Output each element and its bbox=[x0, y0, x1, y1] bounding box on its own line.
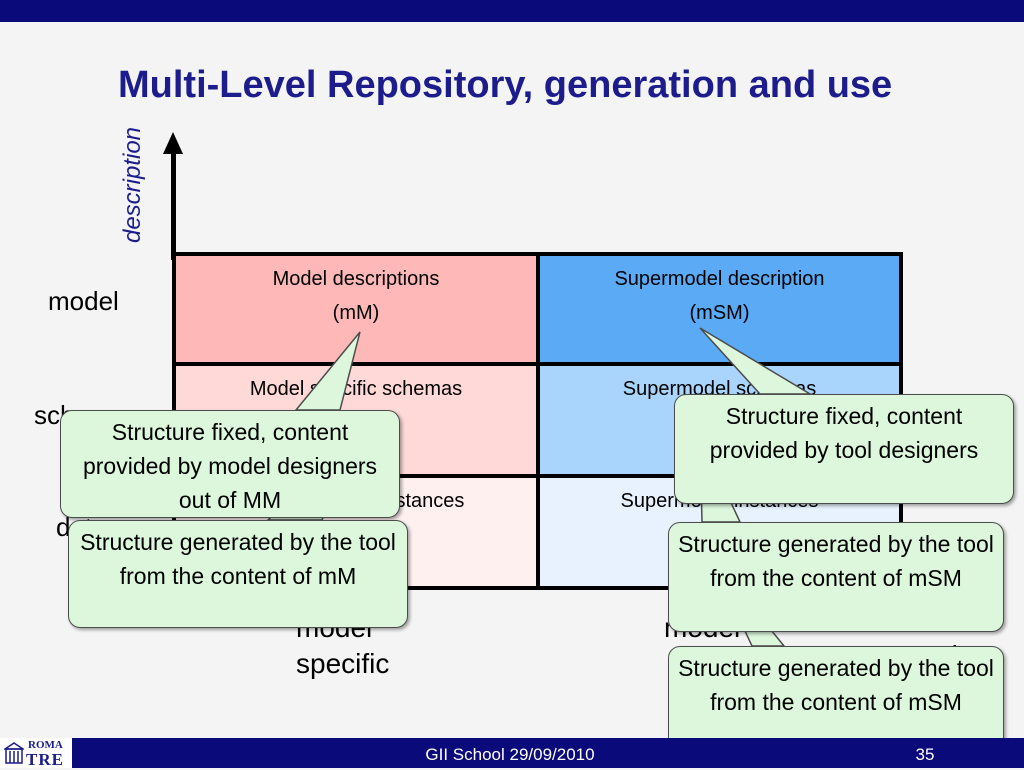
row-label-model: model bbox=[48, 286, 119, 316]
footer-bar bbox=[0, 738, 1024, 768]
logo-line1: ROMA bbox=[28, 739, 63, 751]
callout-msm-generated-2: Structure generated by the tool from the… bbox=[668, 646, 1004, 756]
page-number: 35 bbox=[915, 745, 935, 764]
footer-text: GII School 29/09/2010 bbox=[425, 745, 595, 764]
cell-line2: (mM) bbox=[332, 302, 380, 324]
callout-mm-fixed: Structure fixed, content provided by mod… bbox=[60, 410, 400, 518]
slide-title: Multi-Level Repository, generation and u… bbox=[118, 64, 893, 106]
callout-msm-generated-1: Structure generated by the tool from the… bbox=[668, 522, 1004, 632]
cell-line1: Model specific schemas bbox=[249, 378, 463, 400]
callout-tail-3 bbox=[699, 327, 813, 395]
column-label-specific-line2: specific bbox=[296, 648, 390, 679]
cell-line1: Supermodel description bbox=[614, 268, 825, 290]
callout-tail-1 bbox=[294, 331, 361, 411]
callout-msm-fixed: Structure fixed, content provided by too… bbox=[674, 394, 1014, 504]
vertical-axis bbox=[171, 150, 176, 260]
university-logo: ROMA TRE bbox=[0, 738, 72, 769]
logo-line2: TRE bbox=[26, 750, 64, 769]
callout-mm-generated: Structure generated by the tool from the… bbox=[68, 520, 408, 628]
cell-line2: (mSM) bbox=[689, 302, 750, 324]
cell-line1: Model descriptions bbox=[272, 268, 440, 290]
logo-mark-icon bbox=[4, 742, 24, 764]
axis-arrow-icon bbox=[163, 132, 183, 154]
top-bar bbox=[0, 0, 1024, 22]
